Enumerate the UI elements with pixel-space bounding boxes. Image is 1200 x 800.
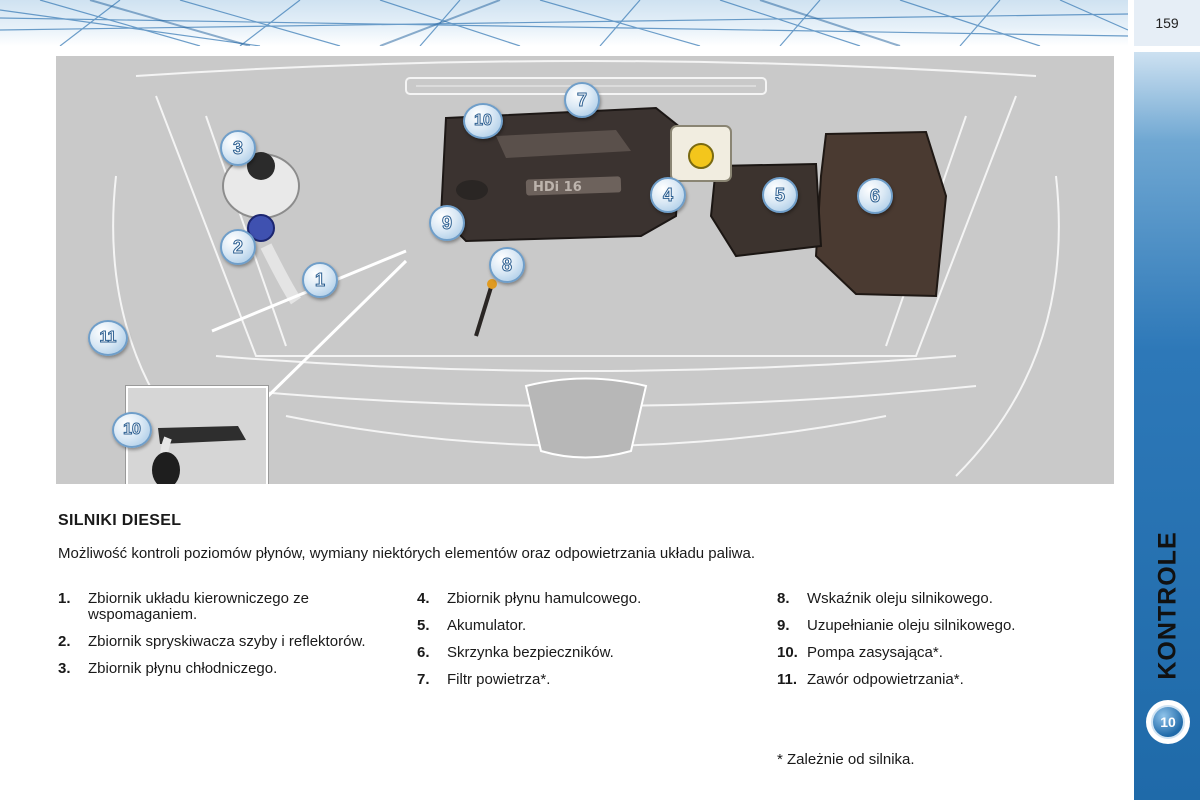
list-item: 5. Akumulator. (417, 618, 757, 634)
item-number: 5. (417, 617, 430, 634)
item-number: 3. (58, 660, 71, 677)
engine-cover-label: HDi 16 (533, 180, 582, 195)
list-item: 1. Zbiornik układu kierowniczego ze wspo… (58, 591, 398, 623)
engine-bay-drawing: HDi 16 (112, 60, 1060, 477)
list-item: 10. Pompa zasysająca*. (777, 645, 1117, 661)
list-item: 3. Zbiornik płynu chłodniczego. (58, 661, 398, 677)
item-number: 4. (417, 590, 430, 607)
item-text: Zbiornik płynu chłodniczego. (88, 660, 278, 677)
legend-column-2: 4. Zbiornik płynu hamulcowego. 5. Akumul… (417, 591, 757, 699)
item-number: 8. (777, 590, 790, 607)
item-text: Wskaźnik oleju silnikowego. (807, 590, 993, 607)
item-number: 1. (58, 590, 71, 607)
callout-10: 10 (463, 103, 503, 139)
page-number: 159 (1155, 15, 1179, 31)
callout-5: 5 (762, 177, 798, 213)
item-number: 10. (777, 644, 798, 661)
item-text: Skrzynka bezpieczników. (447, 644, 614, 661)
engine-bay-illustration: HDi 16 (56, 56, 1114, 484)
callout-9: 9 (429, 205, 465, 241)
callout-10-inset: 10 (112, 412, 152, 448)
callout-2: 2 (220, 229, 256, 265)
list-item: 11. Zawór odpowietrzania*. (777, 672, 1117, 688)
chapter-badge: 10 (1146, 700, 1190, 744)
item-text: Pompa zasysająca*. (807, 644, 943, 661)
item-text: Filtr powietrza*. (447, 671, 551, 688)
callout-1: 1 (302, 262, 338, 298)
callout-4: 4 (650, 177, 686, 213)
chapter-badge-number: 10 (1151, 705, 1185, 739)
item-text: Zawór odpowietrzania*. (807, 671, 964, 688)
chapter-title-box: KONTROLE (1146, 520, 1190, 690)
list-item: 9. Uzupełnianie oleju silnikowego. (777, 618, 1117, 634)
callout-6: 6 (857, 178, 893, 214)
item-number: 2. (58, 633, 71, 650)
list-item: 4. Zbiornik płynu hamulcowego. (417, 591, 757, 607)
callout-7: 7 (564, 82, 600, 118)
list-item: 7. Filtr powietrza*. (417, 672, 757, 688)
item-number: 7. (417, 671, 430, 688)
inset-detail (126, 386, 268, 484)
page-number-box: 159 (1134, 0, 1200, 46)
item-number: 11. (777, 671, 798, 688)
item-text: Zbiornik spryskiwacza szyby i reflektoró… (88, 633, 366, 650)
top-banner (0, 0, 1128, 46)
legend-column-1: 1. Zbiornik układu kierowniczego ze wspo… (58, 591, 398, 688)
item-text: Zbiornik płynu hamulcowego. (447, 590, 642, 607)
item-text: Zbiornik układu kierowniczego ze wspomag… (88, 590, 309, 623)
callout-8: 8 (489, 247, 525, 283)
section-title: SILNIKI DIESEL (58, 512, 182, 529)
section-intro: Możliwość kontroli poziomów płynów, wymi… (58, 545, 755, 562)
chapter-tab (1134, 52, 1200, 800)
item-number: 9. (777, 617, 790, 634)
list-item: 8. Wskaźnik oleju silnikowego. (777, 591, 1117, 607)
callout-3: 3 (220, 130, 256, 166)
callout-11: 11 (88, 320, 128, 356)
item-text: Akumulator. (447, 617, 527, 634)
item-number: 6. (417, 644, 430, 661)
chapter-title: KONTROLE (1153, 530, 1182, 680)
list-item: 2. Zbiornik spryskiwacza szyby i reflekt… (58, 634, 398, 650)
legend-column-3: 8. Wskaźnik oleju silnikowego. 9. Uzupeł… (777, 591, 1117, 699)
list-item: 6. Skrzynka bezpieczników. (417, 645, 757, 661)
banner-pattern (0, 0, 1128, 46)
item-text: Uzupełnianie oleju silnikowego. (807, 617, 1016, 634)
footnote: * Zależnie od silnika. (777, 751, 915, 768)
pump-drawing (152, 426, 246, 484)
